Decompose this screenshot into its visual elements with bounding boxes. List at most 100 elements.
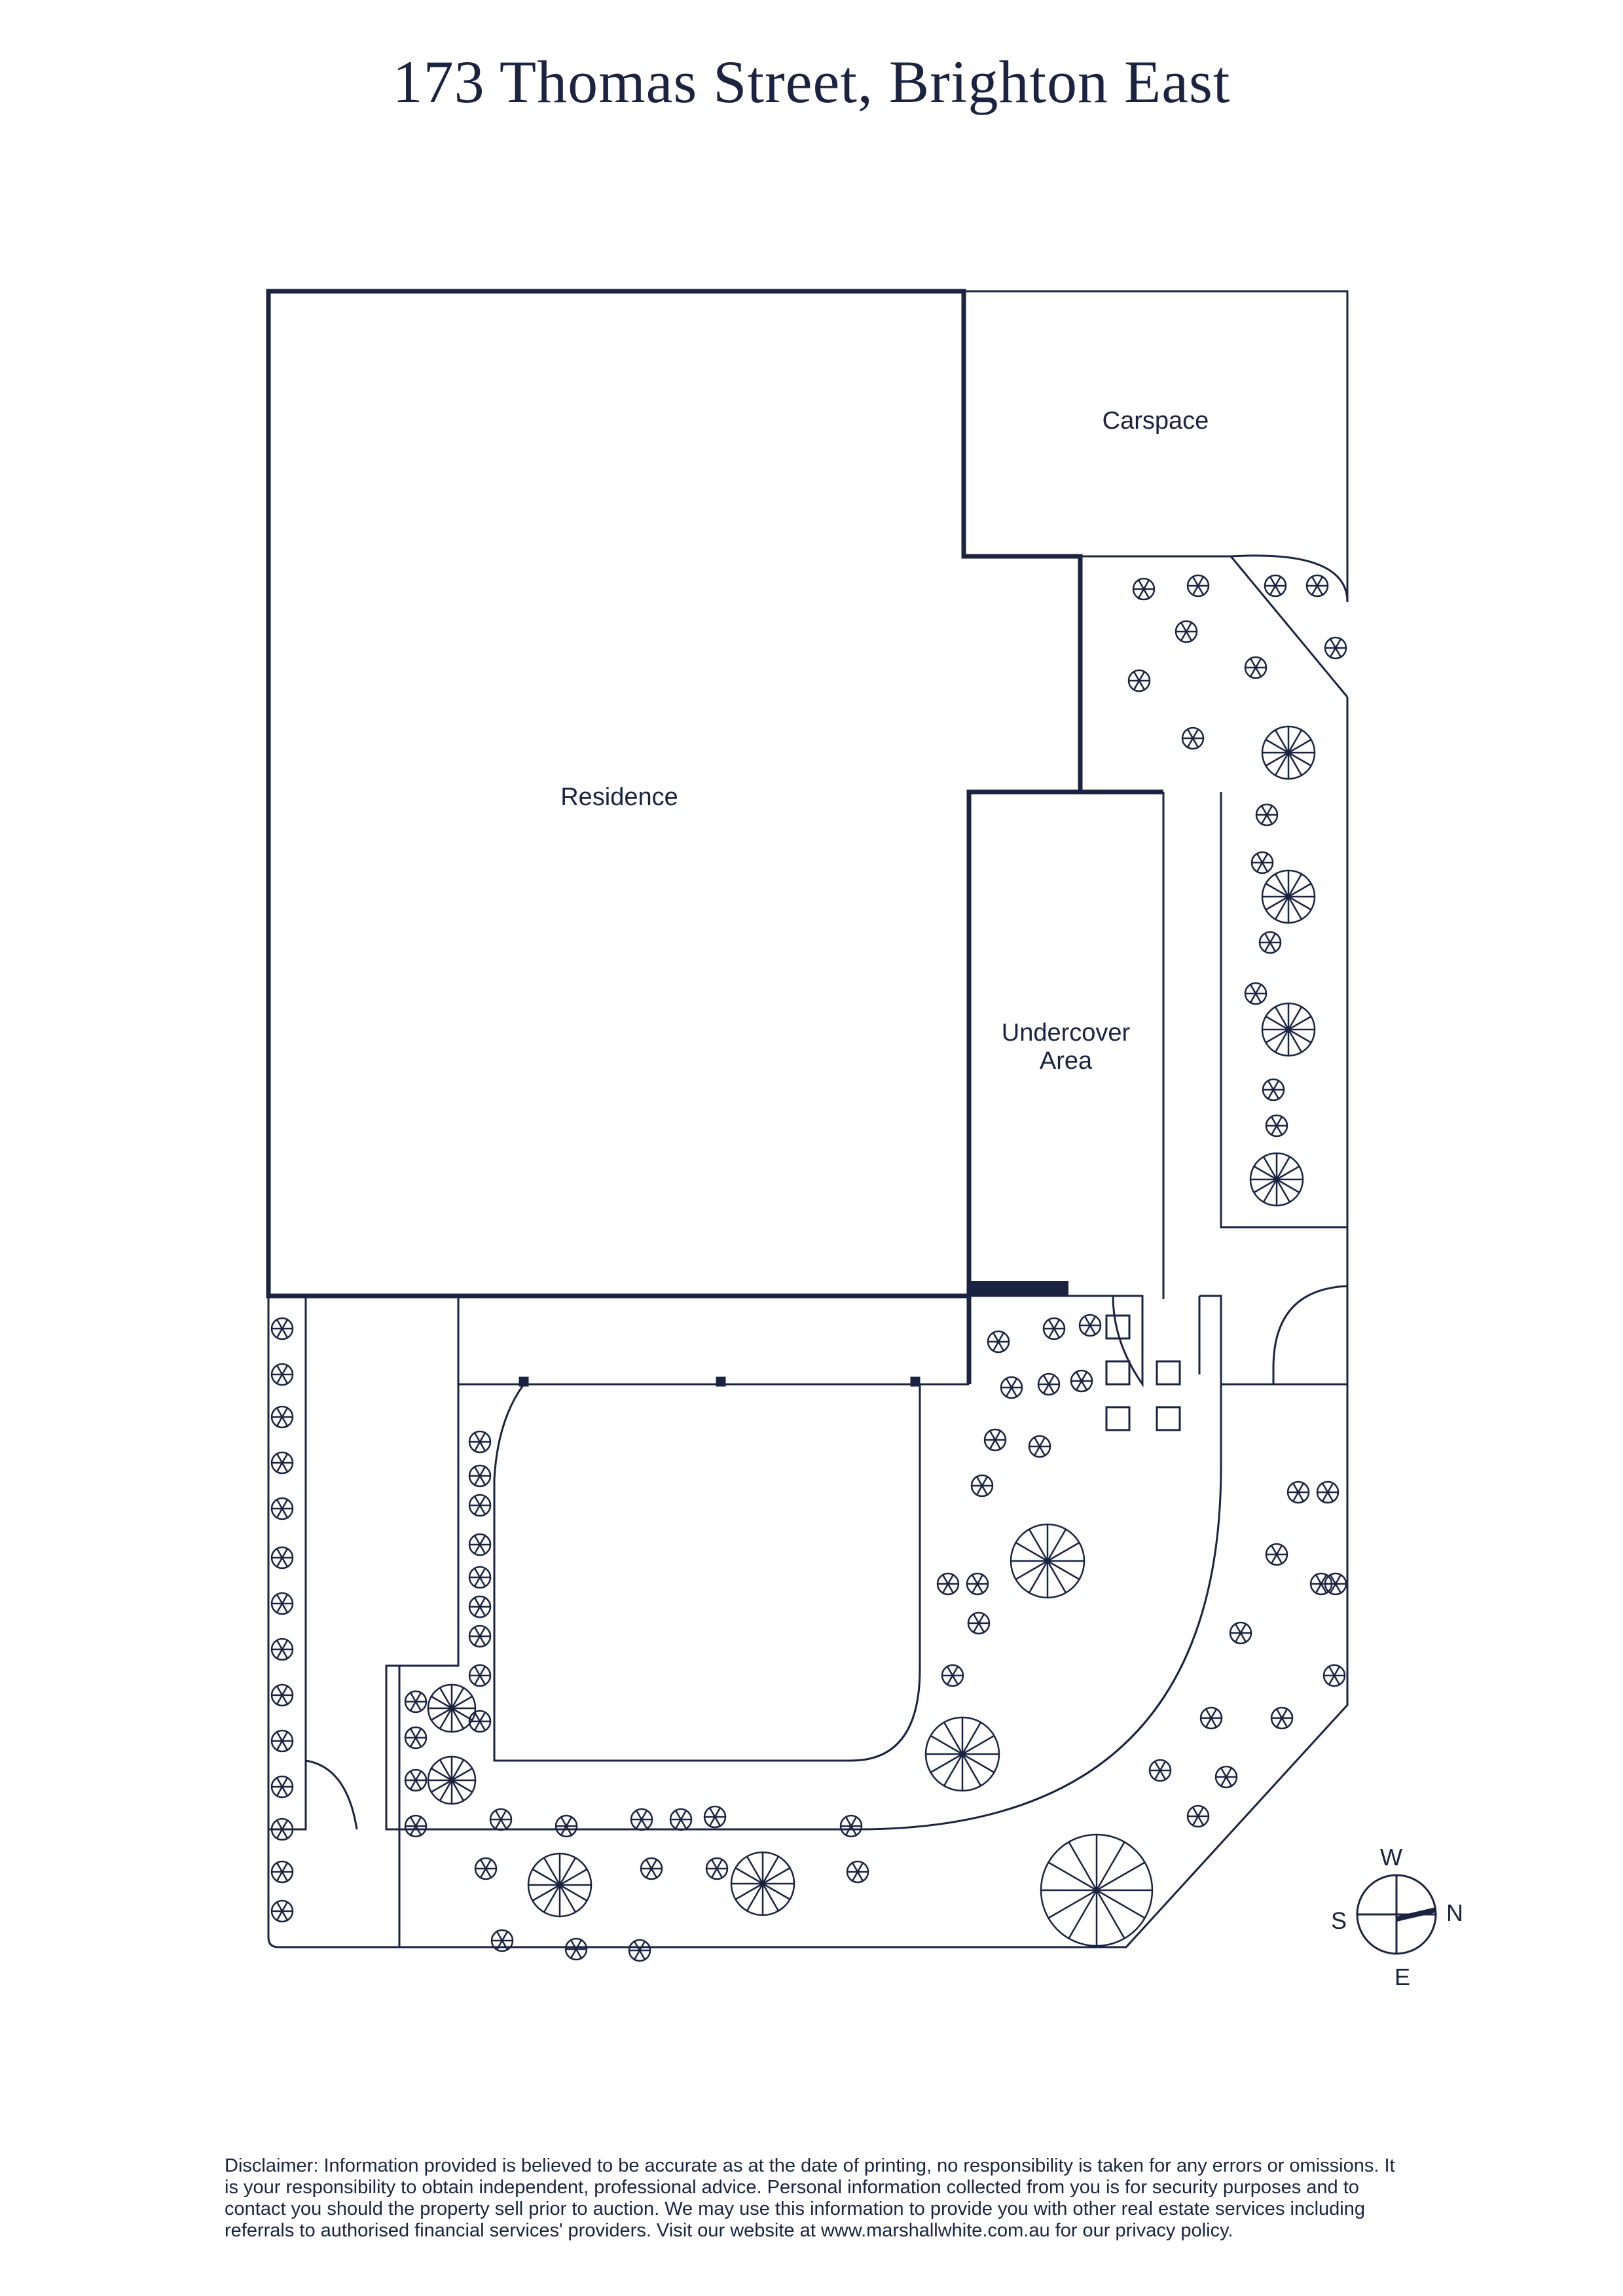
shrub-68 bbox=[555, 1814, 578, 1838]
shrub-20 bbox=[1000, 1376, 1023, 1399]
shrub-52 bbox=[270, 1860, 294, 1884]
tree-4 bbox=[1010, 1523, 1085, 1599]
shrub-4 bbox=[1175, 620, 1198, 643]
compass bbox=[1356, 1874, 1437, 1955]
shrub-53 bbox=[270, 1899, 294, 1923]
disclaimer: Disclaimer: Information provided is beli… bbox=[225, 2155, 1395, 2241]
undercover-outline bbox=[966, 789, 1163, 1384]
shrub-78 bbox=[564, 1937, 588, 1961]
corner-curve bbox=[1230, 554, 1349, 603]
shrub-66 bbox=[404, 1814, 428, 1838]
tree-6 bbox=[427, 1683, 477, 1733]
lawn bbox=[493, 1384, 921, 1762]
shrub-6 bbox=[1127, 669, 1151, 692]
shrub-29 bbox=[1316, 1480, 1340, 1504]
wall-block bbox=[970, 1281, 1068, 1295]
shrub-8 bbox=[1181, 726, 1205, 750]
shrub-28 bbox=[1286, 1480, 1310, 1504]
shrub-7 bbox=[1244, 656, 1267, 679]
shrub-10 bbox=[1250, 851, 1274, 874]
shrub-23 bbox=[970, 1474, 994, 1498]
shrub-40 bbox=[270, 1317, 294, 1340]
patio bbox=[398, 1296, 969, 1947]
compass-n: N bbox=[1446, 1899, 1463, 1926]
tree-1 bbox=[1261, 869, 1316, 924]
shrub-1 bbox=[1186, 574, 1210, 598]
shrub-15 bbox=[1078, 1314, 1102, 1337]
trees bbox=[427, 725, 1316, 1947]
tree-3 bbox=[1249, 1152, 1304, 1207]
tree-9 bbox=[730, 1851, 795, 1916]
shrub-62 bbox=[468, 1710, 492, 1733]
shrub-71 bbox=[703, 1805, 727, 1829]
shrub-24 bbox=[936, 1572, 960, 1596]
courtyard-curve bbox=[969, 1295, 1222, 1388]
shrub-17 bbox=[987, 1330, 1010, 1354]
tree-8 bbox=[527, 1852, 593, 1918]
shrub-5 bbox=[1324, 636, 1347, 660]
compass-e: E bbox=[1395, 1964, 1410, 1990]
shrub-16 bbox=[1042, 1317, 1066, 1340]
undercover-label-1: Undercover bbox=[1002, 1019, 1131, 1047]
shrub-43 bbox=[270, 1451, 294, 1475]
shrub-60 bbox=[468, 1624, 492, 1648]
shrub-45 bbox=[270, 1546, 294, 1570]
shrub-54 bbox=[468, 1430, 492, 1454]
tree-2 bbox=[1261, 1002, 1316, 1057]
boundary-outline bbox=[267, 1296, 1349, 1948]
shrub-19 bbox=[1037, 1372, 1061, 1396]
undercover-label-2: Area bbox=[1040, 1047, 1093, 1075]
tree-7 bbox=[427, 1755, 477, 1805]
shrub-44 bbox=[270, 1497, 294, 1520]
shrub-32 bbox=[1309, 1572, 1333, 1596]
shrub-65 bbox=[404, 1768, 428, 1792]
shrub-55 bbox=[468, 1464, 492, 1488]
shrub-22 bbox=[1028, 1435, 1051, 1458]
shrub-18 bbox=[1070, 1369, 1093, 1393]
shrub-26 bbox=[967, 1611, 991, 1635]
tree-0 bbox=[1261, 725, 1316, 780]
carspace-outline bbox=[964, 290, 1349, 698]
compass-s: S bbox=[1331, 1907, 1347, 1934]
shrub-9 bbox=[1255, 803, 1279, 827]
shrub-42 bbox=[270, 1405, 294, 1429]
shrub-63 bbox=[404, 1690, 428, 1713]
side-gate bbox=[1272, 1285, 1348, 1386]
shrub-37 bbox=[1148, 1759, 1172, 1782]
shrub-13 bbox=[1262, 1078, 1285, 1102]
tree-10 bbox=[1040, 1833, 1154, 1947]
tree-5 bbox=[924, 1716, 1000, 1792]
shrub-25 bbox=[966, 1572, 989, 1596]
shrub-14 bbox=[1265, 1114, 1288, 1138]
shrub-33 bbox=[1229, 1621, 1252, 1645]
shrub-77 bbox=[490, 1929, 514, 1952]
shrub-27 bbox=[941, 1664, 964, 1687]
shrub-58 bbox=[468, 1566, 492, 1589]
residence-label: Residence bbox=[560, 783, 678, 811]
shrub-57 bbox=[468, 1533, 492, 1556]
shrub-41 bbox=[270, 1363, 294, 1386]
shrub-34 bbox=[1322, 1664, 1346, 1687]
shrub-35 bbox=[1199, 1706, 1223, 1730]
shrub-30 bbox=[1265, 1543, 1288, 1566]
shrub-48 bbox=[270, 1683, 294, 1707]
shrub-69 bbox=[630, 1808, 653, 1831]
shrub-12 bbox=[1244, 982, 1267, 1005]
shrubs bbox=[270, 574, 1347, 1962]
shrub-0 bbox=[1132, 577, 1156, 601]
shrub-3 bbox=[1305, 574, 1329, 598]
shrub-75 bbox=[705, 1857, 729, 1880]
path-arc bbox=[385, 1384, 1222, 1831]
shrub-11 bbox=[1258, 931, 1282, 954]
shrub-46 bbox=[270, 1592, 294, 1615]
shrub-56 bbox=[468, 1494, 492, 1517]
shrub-36 bbox=[1270, 1706, 1294, 1730]
shrub-59 bbox=[468, 1595, 492, 1619]
shrub-49 bbox=[270, 1729, 294, 1753]
shrub-76 bbox=[846, 1860, 869, 1884]
shrub-70 bbox=[669, 1808, 693, 1831]
shrub-72 bbox=[839, 1814, 863, 1838]
shrub-79 bbox=[628, 1939, 651, 1962]
carspace-label: Carspace bbox=[1103, 407, 1209, 435]
